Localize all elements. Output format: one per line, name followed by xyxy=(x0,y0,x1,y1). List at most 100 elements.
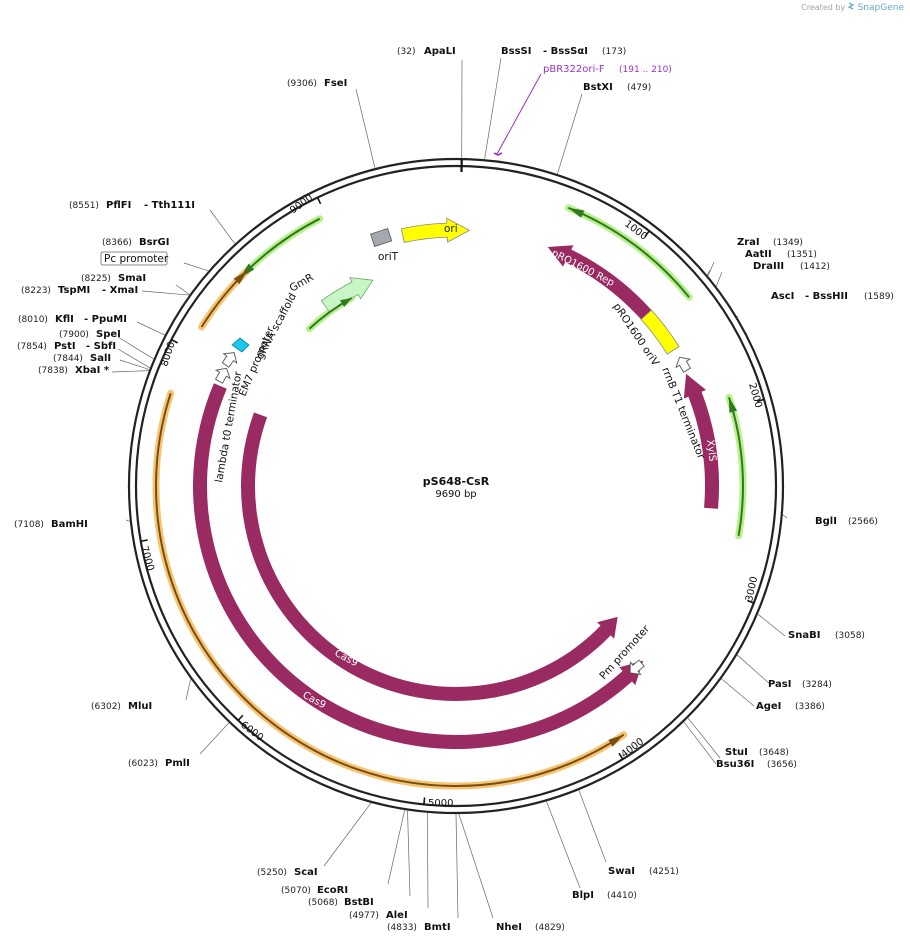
enzyme-bsssi: BssSI xyxy=(501,46,531,57)
enzyme-leader xyxy=(141,290,190,296)
enzyme-ecori: EcoRI xyxy=(317,885,348,896)
enzyme-leader xyxy=(782,514,788,519)
ori-label: ori xyxy=(444,223,458,235)
enzyme-xbai-pos: (7838) xyxy=(38,366,68,376)
enzyme-swai: SwaI xyxy=(608,866,635,877)
ori-arrow xyxy=(400,217,471,243)
enzyme-pflfi: PflFI xyxy=(106,200,131,211)
enzyme-tspmi-pos: (8223) xyxy=(21,286,51,296)
enzyme-zrai-pos: (1349) xyxy=(773,238,803,248)
enzyme-leader xyxy=(484,57,502,160)
enzyme-zrai: ZraI xyxy=(737,237,760,248)
tick-9000: 9000 xyxy=(288,192,315,216)
enzyme-bmti: BmtI xyxy=(424,922,451,933)
enzyme-leader xyxy=(715,271,723,287)
orit-label: oriT xyxy=(378,251,399,263)
enzyme-nhei: NheI xyxy=(496,922,522,933)
enzyme-snabi-pos: (3058) xyxy=(835,631,865,641)
features-layer xyxy=(155,206,744,787)
enzyme-psti-extra: - SbfI xyxy=(86,341,116,352)
enzyme-tspmi-extra: - XmaI xyxy=(102,285,138,296)
enzyme-spei-pos: (7900) xyxy=(59,330,89,340)
enzyme-leader xyxy=(687,717,721,759)
enzyme-apali: ApaLI xyxy=(424,46,456,57)
enzyme-fsei: FseI xyxy=(324,78,347,89)
enzyme-kfli: KflI xyxy=(55,314,74,325)
enzyme-leader xyxy=(387,809,406,885)
pc-promoter-box xyxy=(100,251,168,266)
enzyme-bstxi-pos: (479) xyxy=(627,83,651,93)
enzyme-scai: ScaI xyxy=(294,867,318,878)
enzyme-blpi-pos: (4410) xyxy=(607,891,637,901)
tick-mark xyxy=(747,599,755,604)
tick-mark xyxy=(171,338,179,344)
enzyme-blpi: BlpI xyxy=(572,890,594,901)
highlight-nw-orange-head xyxy=(233,270,248,285)
pro1600-rep-arrow xyxy=(547,245,652,320)
xyls-arrow xyxy=(683,373,719,509)
enzyme-kfli-extra: - PpuMI xyxy=(84,314,127,325)
enzyme-bsu36i: Bsu36I xyxy=(716,759,754,770)
pro1600-rep-label: pRO1600 Rep xyxy=(550,248,616,289)
enzyme-leader xyxy=(185,678,191,701)
enzyme-bsrgi: BsrGI xyxy=(139,237,169,248)
pc-promoter-label: Pc promoter xyxy=(104,253,169,265)
enzyme-asci-extra: - BssHII xyxy=(805,291,848,302)
enzyme-asci-pos: (1589) xyxy=(864,292,894,302)
plasmid-name: pS648-CsR xyxy=(423,475,490,488)
tick-5000: 5000 xyxy=(428,798,453,809)
enzyme-aatii-pos: (1351) xyxy=(787,250,817,260)
enzyme-leader xyxy=(427,812,429,909)
enzyme-bstbi-pos: (5068) xyxy=(308,898,338,908)
gmr-inner-highlight-head xyxy=(339,297,352,308)
enzyme-pflfi-extra: - Tth111I xyxy=(144,200,195,211)
enzyme-leader xyxy=(736,654,771,685)
tick-layer xyxy=(140,159,765,805)
enzyme-fsei-pos: (9306) xyxy=(287,79,317,89)
enzyme-pmli: PmlI xyxy=(165,758,190,769)
snapgene-logo: SnapGene xyxy=(847,2,904,13)
enzyme-swai-pos: (4251) xyxy=(649,867,679,877)
enzyme-bstbi: BstBI xyxy=(344,897,374,908)
enzyme-leader xyxy=(407,810,411,897)
enzyme-leader xyxy=(557,93,583,175)
primer-range: (191 .. 210) xyxy=(619,65,672,75)
tick-mark xyxy=(140,539,148,543)
enzyme-bstxi: BstXI xyxy=(583,82,613,93)
enzyme-leader xyxy=(683,721,717,765)
enzyme-asci: AscI xyxy=(771,291,794,302)
cas9-outer-highlight-head xyxy=(608,734,624,747)
credit-prefix: Created by xyxy=(801,3,846,12)
enzyme-tspmi: TspMI xyxy=(58,285,90,296)
tick-mark xyxy=(316,197,322,205)
enzyme-smai-pos: (8225) xyxy=(81,274,111,284)
tick-mark xyxy=(237,714,244,721)
enzyme-bamhi: BamHI xyxy=(51,519,88,530)
enzyme-bsu36i-pos: (3656) xyxy=(767,760,797,770)
enzyme-stui-pos: (3648) xyxy=(759,748,789,758)
enzyme-leader xyxy=(757,613,786,637)
enzyme-pflfi-pos: (8551) xyxy=(69,201,99,211)
enzyme-leader xyxy=(183,262,209,272)
enzyme-pmli-pos: (6023) xyxy=(128,759,158,769)
enzyme-stui: StuI xyxy=(725,747,748,758)
enzyme-bgli-pos: (2566) xyxy=(848,517,878,527)
credit-brand: SnapGene xyxy=(857,3,904,13)
cas9-outer-highlight-line xyxy=(155,392,625,787)
enzyme-ecori-pos: (5070) xyxy=(281,886,311,896)
enzyme-bsrgi-pos: (8366) xyxy=(102,238,132,248)
enzyme-smai: SmaI xyxy=(118,273,146,284)
enzyme-apali-pos: (32) xyxy=(397,47,415,57)
cas9-inner-arrow xyxy=(240,412,618,701)
highlight-ne-line xyxy=(568,206,690,298)
grna-marker xyxy=(231,337,250,353)
highlight-ne-head xyxy=(568,207,585,218)
enzyme-leader xyxy=(455,813,459,919)
enzyme-kfli-pos: (8010) xyxy=(18,315,48,325)
enzyme-leader xyxy=(578,789,607,863)
enzyme-leader xyxy=(355,88,376,169)
enzyme-leader xyxy=(119,359,150,370)
enzyme-leader xyxy=(111,370,149,373)
enzyme-psti-pos: (7854) xyxy=(17,342,47,352)
